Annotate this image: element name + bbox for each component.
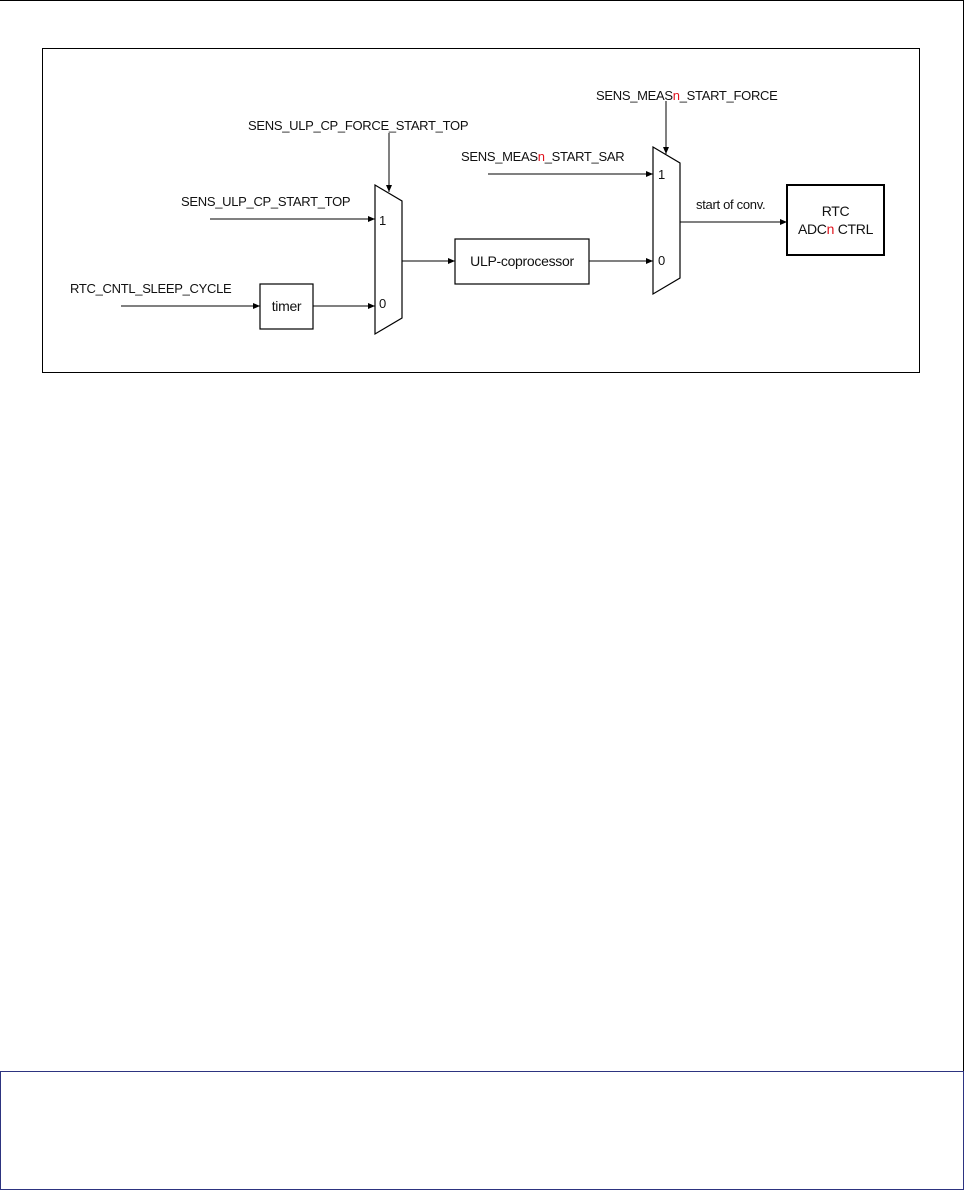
start-top-label: SENS_ULP_CP_START_TOP <box>181 194 350 209</box>
diagram-frame: 1 0 1 0 timer ULP-coprocessor RTC ADCn C… <box>42 48 920 373</box>
start-force-index-variable: n <box>673 88 680 103</box>
left-mux <box>374 183 403 336</box>
start-force-label: SENS_MEASn_START_FORCE <box>596 88 778 103</box>
bottom-panel <box>0 1071 964 1190</box>
start-of-conv-label: start of conv. <box>696 197 765 212</box>
left-mux-pin-0: 0 <box>379 296 386 311</box>
page-top-rule <box>0 0 964 1</box>
timer-block <box>259 283 314 330</box>
sleep-cycle-label: RTC_CNTL_SLEEP_CYCLE <box>70 281 232 296</box>
adc-index-variable: n <box>827 221 835 237</box>
ulp-coprocessor-label: ULP-coprocessor <box>470 253 574 269</box>
right-mux-pin-0: 0 <box>658 253 665 268</box>
force-start-top-label: SENS_ULP_CP_FORCE_START_TOP <box>248 118 468 133</box>
adc-control-diagram: 1 0 1 0 timer ULP-coprocessor RTC ADCn C… <box>70 88 885 336</box>
rtc-label: RTC <box>822 203 850 219</box>
right-mux <box>652 145 681 296</box>
left-mux-pin-1: 1 <box>379 213 386 228</box>
adc-ctrl-label: ADCn CTRL <box>798 221 874 237</box>
timer-label: timer <box>272 298 302 314</box>
start-sar-index-variable: n <box>538 149 545 164</box>
ulp-coprocessor-block <box>454 238 590 285</box>
right-mux-pin-1: 1 <box>658 167 665 182</box>
start-sar-label: SENS_MEASn_START_SAR <box>461 149 624 164</box>
rtc-adc-ctrl-block <box>786 184 885 256</box>
